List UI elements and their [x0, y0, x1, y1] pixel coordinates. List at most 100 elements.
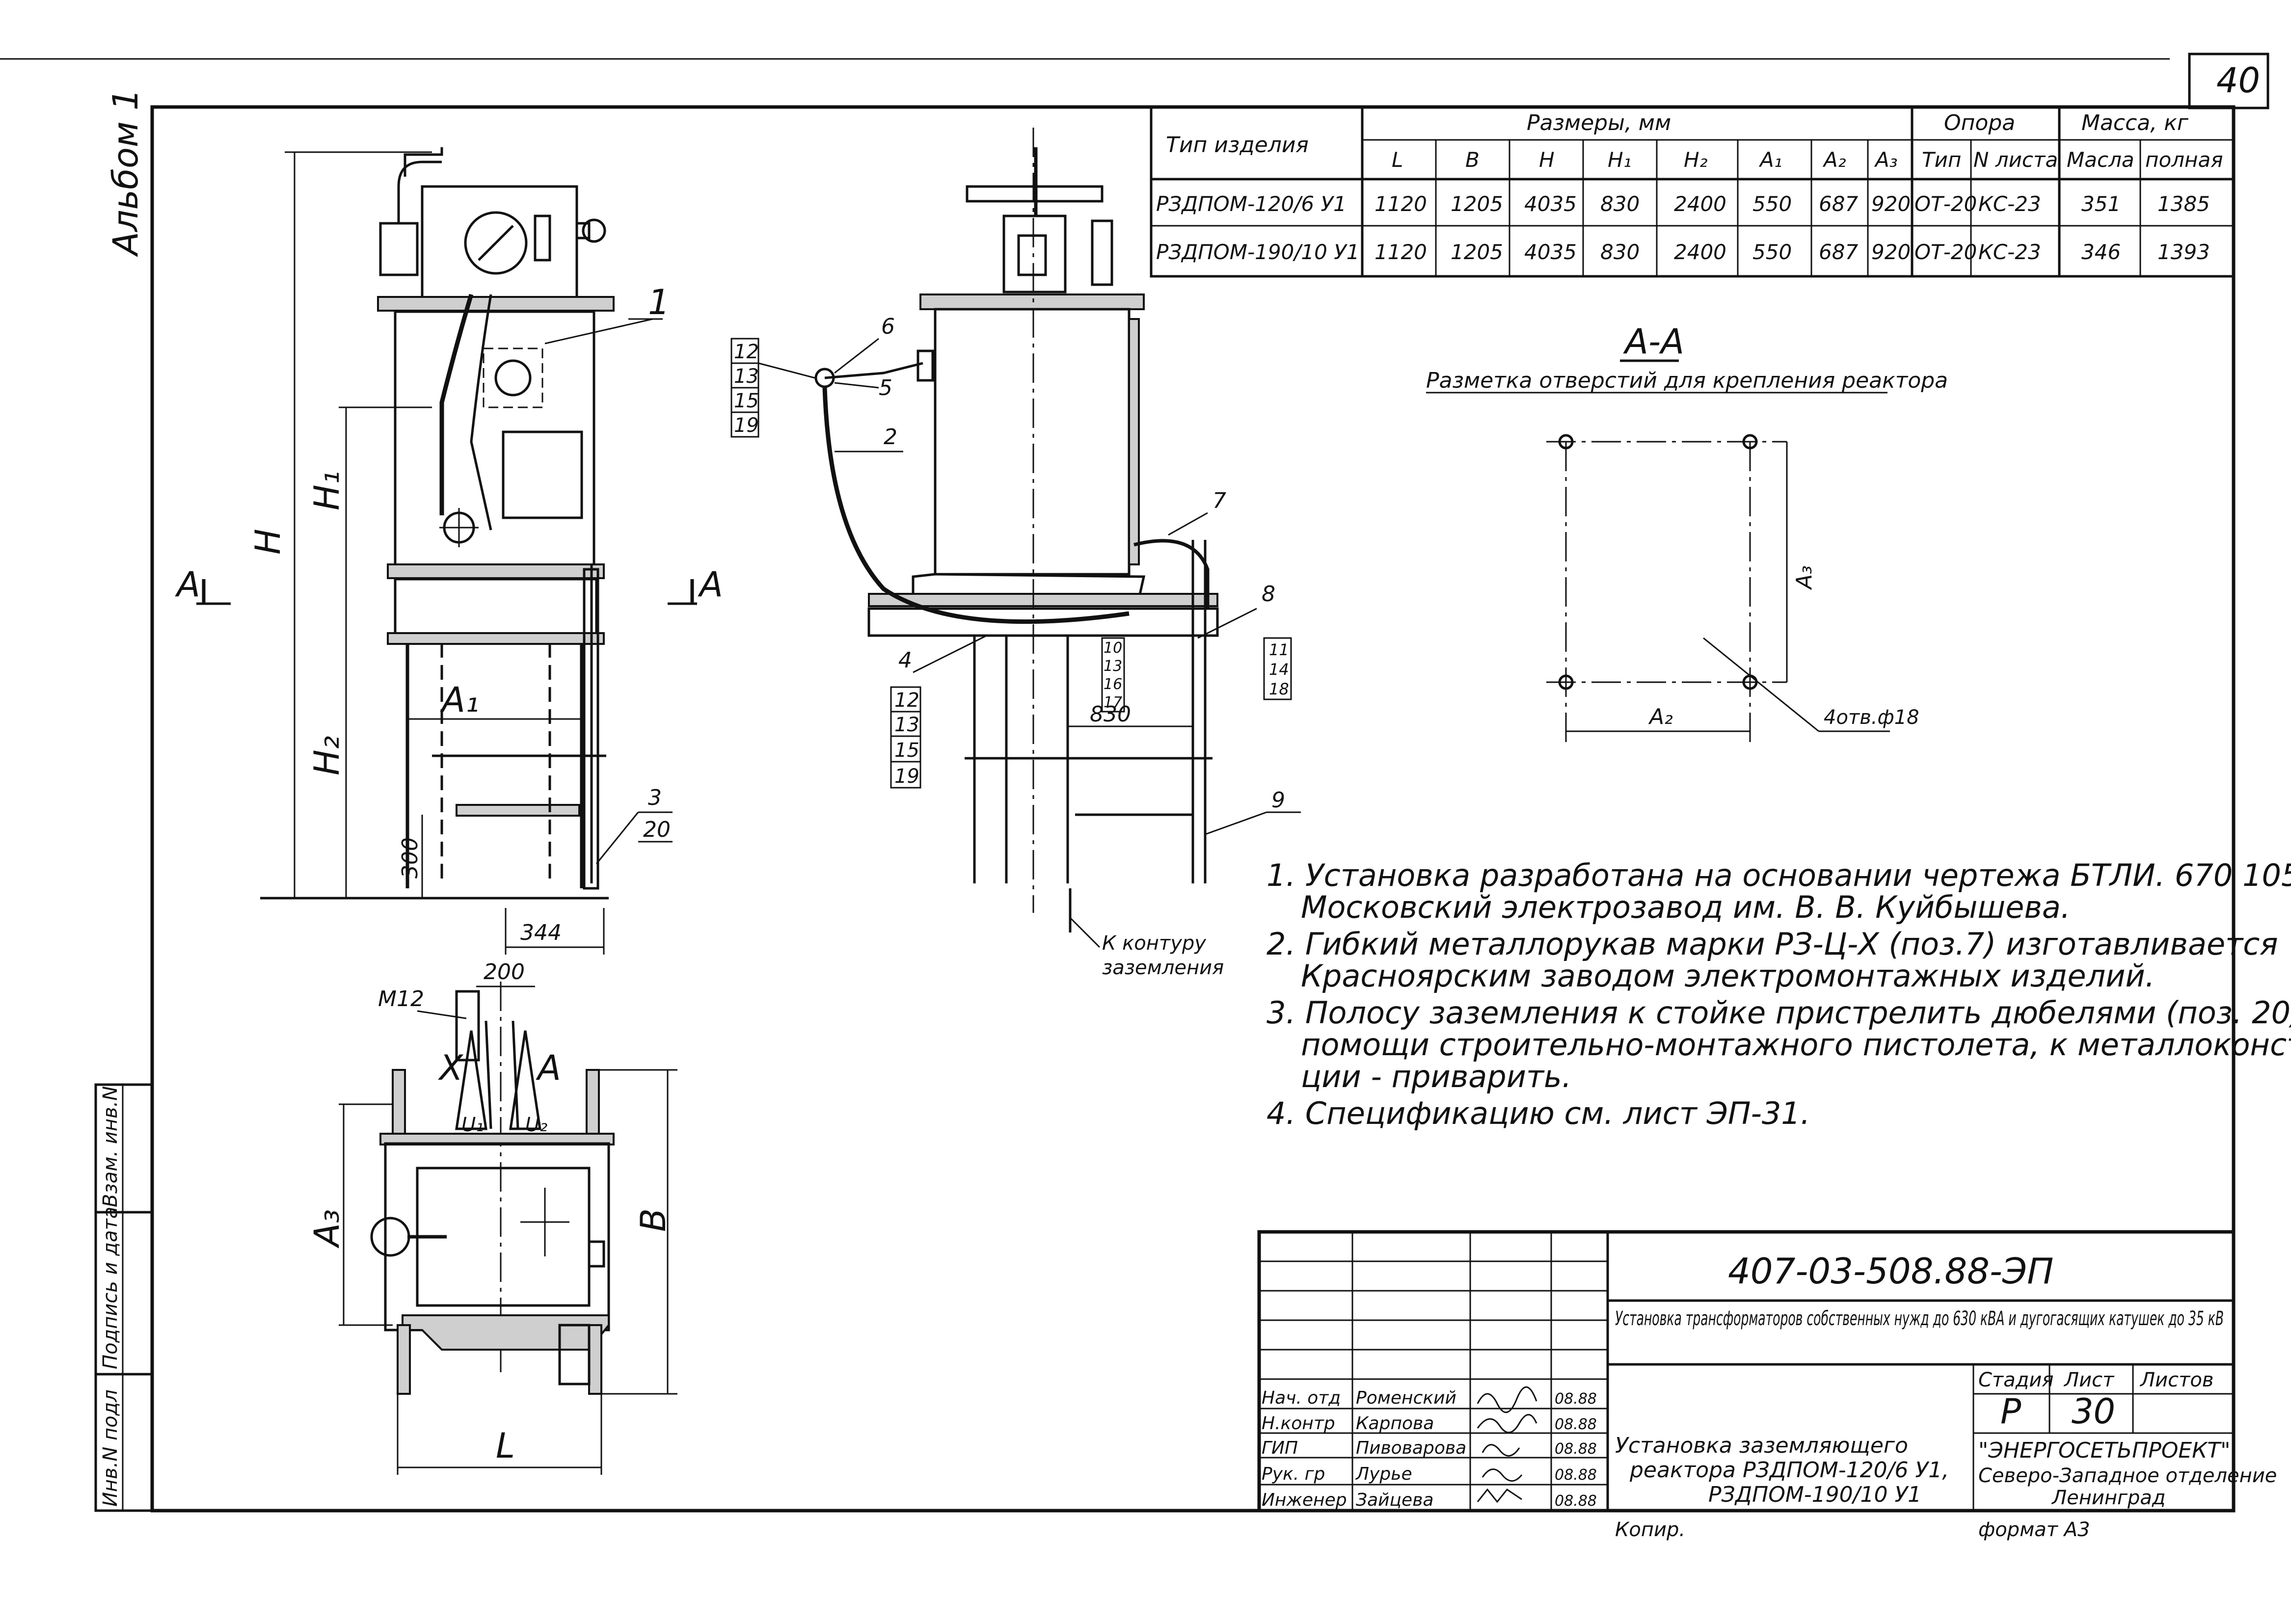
top-flange	[377, 296, 615, 312]
row1-A3: 920	[1871, 192, 1911, 216]
col-A3: A₃	[1874, 148, 1898, 172]
col-B: B	[1465, 148, 1480, 172]
note-line: помощи строительно-монтажного пистолета,…	[1301, 1027, 2291, 1063]
stage-value: Р	[2000, 1391, 2021, 1432]
gauge-dial	[464, 211, 528, 275]
signature-scribble	[1482, 1444, 1520, 1457]
pos-4: 4	[898, 648, 912, 673]
org-line: Северо-Западное отделение	[1978, 1464, 2277, 1487]
pos-8: 8	[1262, 582, 1275, 607]
stack-right-item: 11	[1269, 640, 1289, 659]
note-line: 4. Спецификацию см. лист ЭП-31.	[1267, 1095, 1810, 1131]
row2-B: 1205	[1451, 240, 1503, 264]
side-view: 12 13 15 19 6 5 2 7 8 4 12 13 15 19 10	[730, 128, 1301, 979]
label-x: X	[437, 1048, 464, 1088]
row1-type: РЗДПОМ-120/6 У1	[1156, 192, 1347, 216]
stack-right: 11 14 18	[1263, 637, 1292, 700]
label-a: A	[536, 1048, 561, 1088]
dim-300: 300	[398, 837, 423, 879]
col-A1: A₁	[1758, 148, 1782, 172]
org-line: Ленинград	[2051, 1487, 2166, 1509]
row2-sheet: КС-23	[1978, 240, 2041, 264]
dim-A1: A₁	[440, 680, 479, 720]
doc-code: 407-03-508.88-ЭП	[1728, 1251, 2053, 1292]
pos-2: 2	[884, 425, 897, 450]
pos-9: 9	[1271, 788, 1285, 813]
dim-H: H	[248, 529, 288, 555]
row2-A1: 550	[1752, 240, 1792, 264]
stack-right-item: 14	[1269, 660, 1289, 679]
section-a-a: А-А Разметка отверстий для крепления реа…	[1426, 321, 1948, 746]
spec-header-support: Опора	[1944, 110, 2015, 135]
stamp-inv-no: Инв.N подл	[99, 1389, 122, 1507]
row1-total: 1385	[2157, 192, 2210, 216]
spec-header-dims: Размеры, мм	[1527, 110, 1671, 135]
front-view: H H₁ H₂ A₁ 300 344 A A 1 3 20	[175, 147, 723, 955]
sheet-number: 40	[2216, 60, 2260, 101]
section-subtitle: Разметка отверстий для крепления реактор…	[1426, 368, 1948, 393]
pos-20: 20	[643, 817, 671, 842]
col-A2: A₂	[1822, 148, 1846, 172]
col-L: L	[1392, 148, 1403, 172]
row1-H: 4035	[1524, 192, 1577, 216]
hole-mark	[1742, 434, 1758, 450]
stack-left-bottom-item: 13	[894, 714, 919, 736]
stack-mid-item: 16	[1104, 676, 1122, 693]
sig-name: Роменский	[1356, 1388, 1456, 1408]
sheet-number-box: 40	[2188, 53, 2269, 109]
pos-5: 5	[879, 375, 892, 400]
side-platform	[868, 593, 1218, 607]
dim-A3-plan: А₃	[307, 1209, 347, 1249]
notes-block: 1. Установка разработана на основании че…	[1267, 857, 2291, 1131]
row2-oil: 346	[2081, 240, 2121, 264]
sig-date: 08.88	[1555, 1390, 1597, 1408]
left-stamp-strip: Инв.N подл Подпись и дата Взам. инв.N	[94, 1083, 154, 1512]
row1-L: 1120	[1375, 192, 1427, 216]
dim-344: 344	[520, 920, 562, 945]
sig-date: 08.88	[1555, 1440, 1597, 1458]
note-line: 3. Полосу заземления к стойке пристрелит…	[1267, 995, 2291, 1031]
dim-H1: H₁	[307, 471, 347, 510]
note-line: Московский электрозавод им. В. В. Куйбыш…	[1301, 889, 2071, 925]
signature-scribble	[1477, 1488, 1522, 1503]
side-tank-body	[934, 308, 1131, 576]
stack-left-top-item: 13	[734, 365, 759, 388]
label-u2: U₂	[525, 1114, 547, 1136]
stack-left-top-item: 15	[734, 390, 759, 412]
copied-label: Копир.	[1615, 1518, 1685, 1541]
row1-H1: 830	[1600, 192, 1640, 216]
sig-date: 08.88	[1555, 1466, 1597, 1484]
stack-mid: 10 13 16 17	[1101, 637, 1125, 713]
dim-200: 200	[484, 959, 525, 985]
stack-right-item: 18	[1269, 680, 1289, 698]
dim-a3: А₃	[1792, 565, 1817, 590]
cut-mark-right: A	[698, 564, 723, 605]
row2-type: РЗДПОМ-190/10 У1	[1156, 240, 1360, 264]
stack-left-top-item: 19	[734, 414, 759, 437]
stack-left-bottom-item: 19	[894, 765, 919, 788]
project-title: Установка трансформаторов собственных ну…	[1615, 1307, 2224, 1330]
signature-scribble	[1477, 1414, 1537, 1434]
reactor-top-box	[421, 185, 578, 301]
spec-header-type: Тип изделия	[1166, 133, 1309, 158]
sig-name: Карпова	[1356, 1413, 1434, 1434]
col-H1: H₁	[1608, 148, 1631, 172]
signatures: Нач. отд Роменский 08.88 Н.контр Карпова…	[1262, 1386, 1597, 1510]
stack-left-bottom: 12 13 15 19	[890, 686, 921, 789]
col-total-mass: полная	[2145, 148, 2223, 172]
row1-oil: 351	[2081, 192, 2121, 216]
row1-support: ОТ-20	[1914, 192, 1977, 216]
row2-H2: 2400	[1674, 240, 1726, 264]
sig-name: Пивоварова	[1356, 1438, 1466, 1458]
hole-mark	[1558, 434, 1574, 450]
label-u1: U₁	[461, 1114, 484, 1136]
holes-note: 4отв.ф18	[1824, 706, 1919, 729]
drawing-title-line: Установка заземляющего	[1615, 1433, 1908, 1458]
stack-mid-item: 17	[1104, 694, 1122, 711]
sig-name: Зайцева	[1356, 1490, 1433, 1510]
note-line: ции - приварить.	[1301, 1059, 1571, 1094]
sheets-label: Листов	[2139, 1369, 2213, 1391]
stack-left-bottom-item: 15	[894, 739, 919, 762]
spec-row-1: РЗДПОМ-120/6 У1 1120 1205 4035 830 2400 …	[1156, 192, 2210, 216]
row2-L: 1120	[1375, 240, 1427, 264]
